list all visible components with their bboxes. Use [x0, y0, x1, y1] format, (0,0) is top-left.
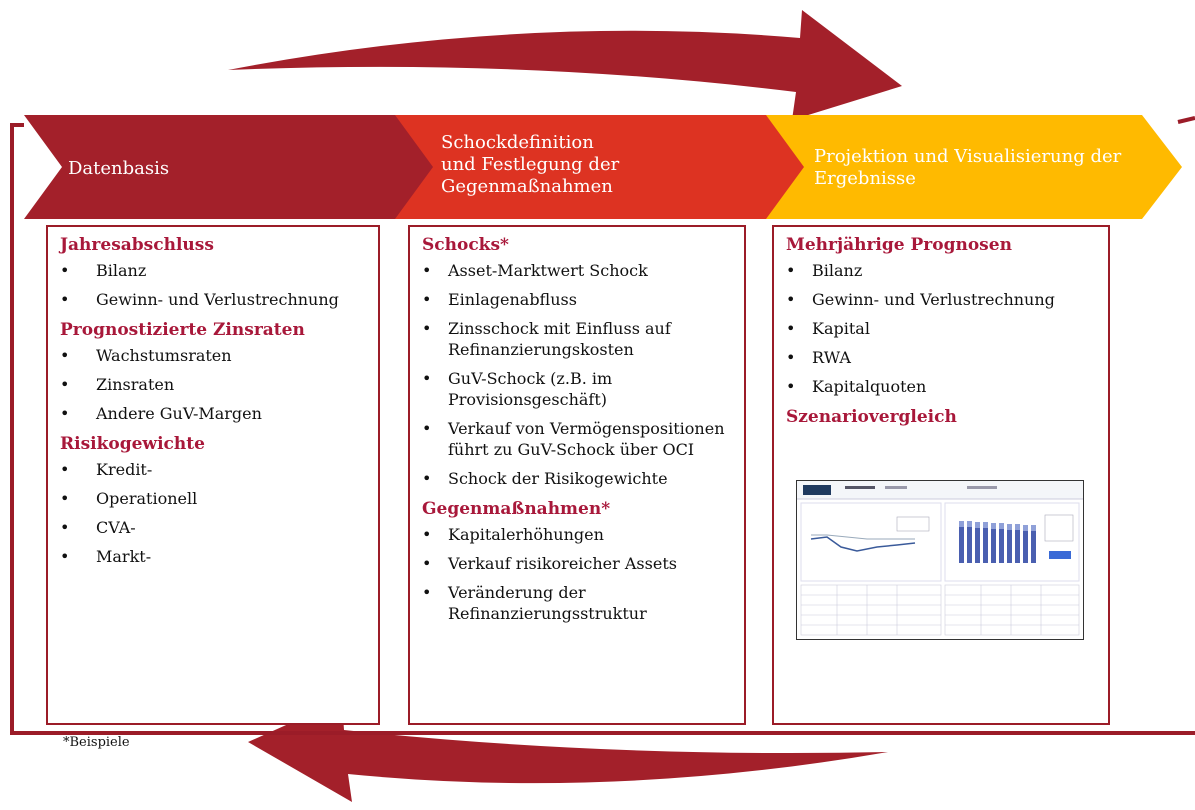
section-list: Bilanz Gewinn- und Verlustrechnung Kapit… — [786, 260, 1096, 397]
list-item: RWA — [786, 347, 1096, 368]
cycle-frame-line-right — [1177, 116, 1195, 124]
list-item: Kapitalerhöhungen — [422, 524, 732, 545]
section-heading: Mehrjährige Prognosen — [786, 235, 1012, 255]
stage-label-schockdefinition: Schockdefinition und Festlegung der Gege… — [441, 132, 620, 197]
section-heading: Schocks* — [422, 235, 509, 255]
chevron-schockdefinition — [395, 115, 810, 219]
section-list: Wachstumsraten Zinsraten Andere GuV-Marg… — [60, 345, 366, 424]
list-item: Andere GuV-Margen — [60, 403, 366, 424]
list-item: GuV-Schock (z.B. im Provisionsgeschäft) — [422, 368, 732, 410]
list-item: Bilanz — [60, 260, 366, 281]
section-list: Kredit- Operationell CVA- Markt- — [60, 459, 366, 567]
list-item: Zinsraten — [60, 374, 366, 395]
footnote: *Beispiele — [63, 735, 130, 750]
section-heading: Jahresabschluss — [60, 235, 214, 255]
section-list: Asset-Marktwert Schock Einlagenabfluss Z… — [422, 260, 732, 489]
list-item: Gewinn- und Verlustrechnung — [786, 289, 1096, 310]
list-item: Zinsschock mit Einfluss auf Refinanzieru… — [422, 318, 732, 360]
cycle-frame-line — [10, 123, 1195, 735]
chevron-datenbasis — [24, 115, 440, 219]
list-item: Schock der Risikogewichte — [422, 468, 732, 489]
list-item: CVA- — [60, 517, 366, 538]
stage-label-projektion: Projektion und Visualisierung der Ergebn… — [814, 146, 1122, 189]
section-heading: Szenariovergleich — [786, 407, 957, 427]
list-item: Kapital — [786, 318, 1096, 339]
list-item: Veränderung der Refinanzierungsstruktur — [422, 582, 732, 624]
list-item: Bilanz — [786, 260, 1096, 281]
list-item: Asset-Marktwert Schock — [422, 260, 732, 281]
list-item: Gewinn- und Verlustrechnung — [60, 289, 366, 310]
stage-label-datenbasis: Datenbasis — [68, 158, 170, 179]
list-item: Kapitalquoten — [786, 376, 1096, 397]
section-heading: Risikogewichte — [60, 434, 205, 454]
dashboard-thumbnail — [796, 480, 1084, 640]
column-projektion: Mehrjährige Prognosen Bilanz Gewinn- und… — [772, 225, 1110, 725]
bottom-cycle-arrow — [248, 700, 888, 802]
list-item: Operationell — [60, 488, 366, 509]
chevron-projektion — [766, 115, 1182, 219]
section-list: Bilanz Gewinn- und Verlustrechnung — [60, 260, 366, 310]
list-item: Wachstumsraten — [60, 345, 366, 366]
list-item: Kredit- — [60, 459, 366, 480]
dashboard-thumbnail-image — [797, 481, 1083, 636]
list-item: Einlagenabfluss — [422, 289, 732, 310]
section-heading: Gegenmaßnahmen* — [422, 499, 611, 519]
list-item: Markt- — [60, 546, 366, 567]
list-item: Verkauf von Vermögenspositionen führt zu… — [422, 418, 732, 460]
section-heading: Prognostizierte Zinsraten — [60, 320, 305, 340]
top-cycle-arrow — [228, 10, 902, 120]
list-item: Verkauf risikoreicher Assets — [422, 553, 732, 574]
column-datenbasis: Jahresabschluss Bilanz Gewinn- und Verlu… — [46, 225, 380, 725]
column-schockdefinition: Schocks* Asset-Marktwert Schock Einlagen… — [408, 225, 746, 725]
section-list: Kapitalerhöhungen Verkauf risikoreicher … — [422, 524, 732, 624]
